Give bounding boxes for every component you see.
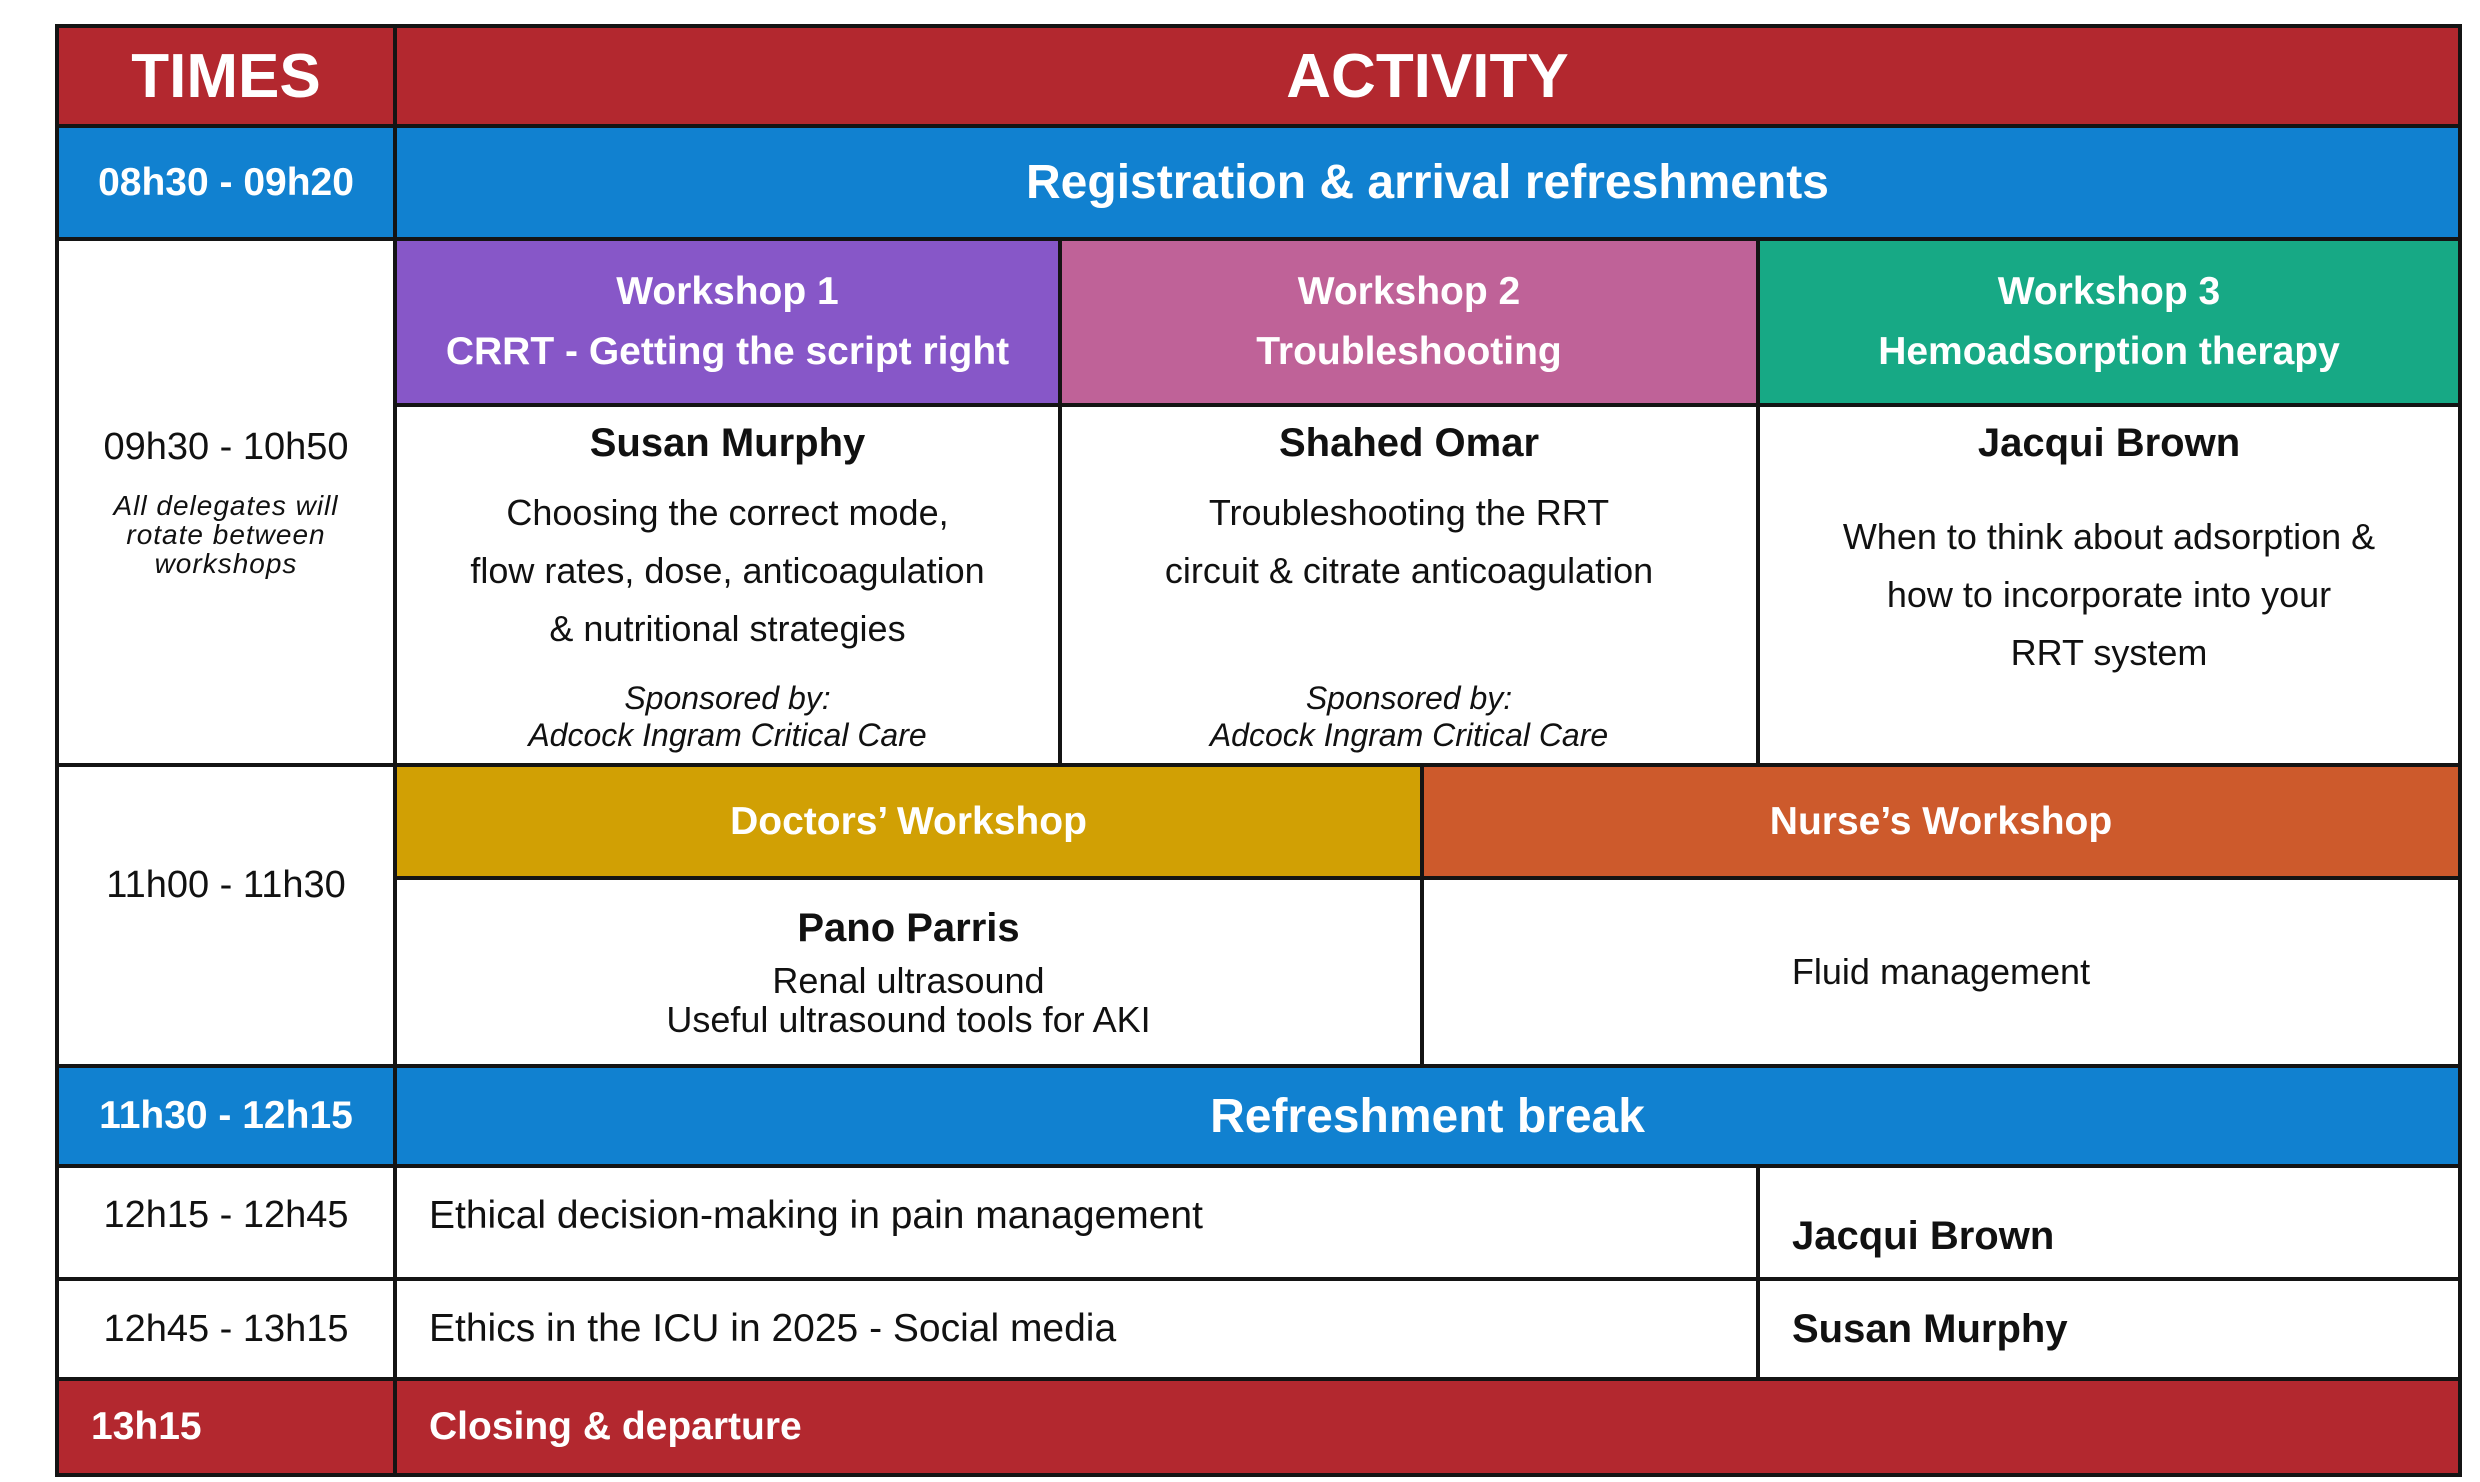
nurses-workshop-title: Nurse’s Workshop	[1769, 799, 2113, 843]
nurses-workshop-description: Fluid management	[1791, 951, 2091, 992]
workshop-3-presenter: Jacqui Brown	[1977, 421, 2241, 465]
description-line: circuit & citrate anticoagulation	[1164, 550, 1654, 591]
talk-2-title: Ethics in the ICU in 2025 - Social media	[429, 1307, 1117, 1350]
workshop-2-sponsor: Sponsored by: Adcock Ingram Critical Car…	[1210, 680, 1608, 754]
closing-label: Closing & departure	[429, 1405, 802, 1448]
doctors-workshop-presenter: Pano Parris	[797, 905, 1020, 950]
workshop-2-subtitle: Troubleshooting	[1256, 330, 1562, 373]
rotation-note-line: All delegates will	[113, 490, 339, 521]
break-activity: Refreshment break	[393, 1064, 2462, 1168]
workshop-2-body: Shahed Omar Troubleshooting the RRT circ…	[1058, 403, 1760, 767]
workshop-1-subtitle: CRRT - Getting the script right	[445, 330, 1010, 373]
split-block-time: 11h00 - 11h30	[55, 763, 397, 1068]
workshop-2-header: Workshop 2 Troubleshooting	[1058, 237, 1760, 407]
rotation-note: All delegates will rotate between worksh…	[81, 491, 371, 578]
break-time-text: 11h30 - 12h15	[99, 1094, 353, 1137]
talk-1-title: Ethical decision-making in pain manageme…	[429, 1194, 1203, 1237]
doctors-workshop-header: Doctors’ Workshop	[393, 763, 1424, 880]
workshop-block-time: 09h30 - 10h50 All delegates will rotate …	[55, 237, 397, 767]
workshop-2-description: Troubleshooting the RRT circuit & citrat…	[1165, 484, 1653, 600]
closing-time-text: 13h15	[91, 1405, 202, 1448]
workshop-3-body: Jacqui Brown When to think about adsorpt…	[1756, 403, 2462, 767]
description-line: Choosing the correct mode,	[506, 492, 949, 533]
registration-label: Registration & arrival refreshments	[1026, 156, 1829, 209]
closing-activity: Closing & departure	[393, 1377, 2462, 1477]
break-label: Refreshment break	[1210, 1089, 1645, 1143]
sponsor-name: Adcock Ingram Critical Care	[528, 717, 927, 753]
workshop-1-header: Workshop 1 CRRT - Getting the script rig…	[393, 237, 1062, 407]
workshop-1-body: Susan Murphy Choosing the correct mode, …	[393, 403, 1062, 767]
registration-activity: Registration & arrival refreshments	[393, 124, 2462, 241]
description-line: Useful ultrasound tools for AKI	[666, 998, 1151, 1040]
rotation-note-line: workshops	[154, 548, 298, 579]
workshop-1-description: Choosing the correct mode, flow rates, d…	[470, 484, 984, 658]
workshop-3-subtitle: Hemoadsorption therapy	[1878, 330, 2340, 373]
agenda-table: TIMES ACTIVITY 08h30 - 09h20 Registratio…	[55, 24, 2462, 1477]
header-activity: ACTIVITY	[393, 24, 2462, 128]
sponsor-label: Sponsored by:	[1305, 680, 1513, 716]
header-activity-label: ACTIVITY	[1286, 41, 1569, 111]
doctors-workshop-title: Doctors’ Workshop	[730, 799, 1087, 843]
header-times: TIMES	[55, 24, 397, 128]
workshop-1-presenter: Susan Murphy	[589, 421, 866, 465]
closing-time: 13h15	[55, 1377, 397, 1477]
workshop-3-title: Workshop 3	[1997, 270, 2221, 313]
talk-2-title-cell: Ethics in the ICU in 2025 - Social media	[393, 1277, 1760, 1381]
talk-1-speaker-cell: Jacqui Brown	[1756, 1164, 2462, 1281]
rotation-note-line: rotate between	[126, 519, 326, 550]
nurses-workshop-header: Nurse’s Workshop	[1420, 763, 2462, 880]
sponsor-name: Adcock Ingram Critical Care	[1209, 717, 1609, 753]
sponsor-label: Sponsored by:	[624, 680, 831, 716]
talk-1-time: 12h15 - 12h45	[55, 1164, 397, 1281]
talk-2-speaker-cell: Susan Murphy	[1756, 1277, 2462, 1381]
break-time: 11h30 - 12h15	[55, 1064, 397, 1168]
talk-2-time: 12h45 - 13h15	[55, 1277, 397, 1381]
workshop-2-title: Workshop 2	[1297, 270, 1521, 313]
talk-2-speaker: Susan Murphy	[1792, 1306, 2068, 1351]
description-line: When to think about adsorption &	[1842, 516, 2376, 557]
registration-time: 08h30 - 09h20	[55, 124, 397, 241]
talk-1-time-text: 12h15 - 12h45	[103, 1194, 349, 1236]
nurses-workshop-body: Fluid management	[1420, 876, 2462, 1068]
workshop-3-header: Workshop 3 Hemoadsorption therapy	[1756, 237, 2462, 407]
workshop-2-presenter: Shahed Omar	[1278, 421, 1540, 465]
description-line: RRT system	[2010, 632, 2208, 673]
workshop-1-title: Workshop 1	[616, 270, 839, 313]
talk-2-time-text: 12h45 - 13h15	[103, 1307, 349, 1350]
description-line: Renal ultrasound	[772, 959, 1045, 1001]
description-line: flow rates, dose, anticoagulation	[470, 550, 985, 591]
workshop-block-time-text: 09h30 - 10h50	[103, 426, 349, 468]
header-times-label: TIMES	[131, 41, 321, 111]
workshop-1-sponsor: Sponsored by: Adcock Ingram Critical Car…	[528, 680, 926, 754]
description-line: Troubleshooting the RRT	[1208, 492, 1610, 533]
description-line: & nutritional strategies	[549, 608, 906, 649]
doctors-workshop-description: Renal ultrasound Useful ultrasound tools…	[666, 961, 1150, 1039]
description-line: how to incorporate into your	[1886, 574, 2332, 615]
talk-1-title-cell: Ethical decision-making in pain manageme…	[393, 1164, 1760, 1281]
split-block-time-text: 11h00 - 11h30	[106, 864, 346, 906]
doctors-workshop-body: Pano Parris Renal ultrasound Useful ultr…	[393, 876, 1424, 1068]
registration-time-text: 08h30 - 09h20	[98, 160, 354, 204]
talk-1-speaker: Jacqui Brown	[1792, 1214, 2055, 1258]
workshop-3-description: When to think about adsorption & how to …	[1843, 508, 2375, 682]
